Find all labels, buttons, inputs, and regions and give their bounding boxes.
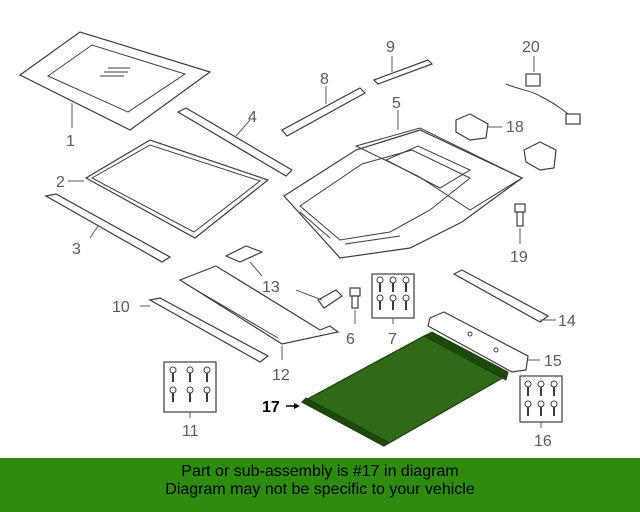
screw-icon: [389, 294, 397, 302]
callout-8[interactable]: 8: [320, 71, 329, 88]
screw-icon: [203, 366, 211, 374]
sunroof-parts-diagram: 1 2 3 4 8 9 5 18: [18, 31, 581, 450]
screw-icon: [203, 386, 211, 394]
screw-icon: [402, 294, 410, 302]
callout-13[interactable]: 13: [262, 279, 280, 296]
callout-11[interactable]: 11: [182, 423, 199, 440]
screw-icon: [186, 366, 194, 374]
part-5-sunroof-frame[interactable]: [283, 127, 524, 259]
callout-4[interactable]: 4: [248, 109, 257, 126]
screw-icon: [186, 386, 194, 394]
part-4-strip[interactable]: [176, 107, 293, 177]
callout-2[interactable]: 2: [56, 174, 65, 191]
callout-1[interactable]: 1: [66, 133, 75, 150]
screw-icon: [402, 276, 410, 284]
screw-icon: [389, 276, 397, 284]
screws-16: [524, 380, 558, 416]
leader-line-3: [89, 225, 99, 239]
part-19-bolt[interactable]: [514, 203, 526, 227]
part-20-harness[interactable]: [505, 73, 581, 125]
callout-15[interactable]: 15: [544, 353, 562, 370]
screw-icon: [169, 366, 177, 374]
callout-17[interactable]: 17: [262, 399, 280, 416]
screw-icon: [376, 276, 384, 284]
screw-icon: [550, 380, 558, 388]
part-6-bolt[interactable]: [349, 287, 361, 309]
leader-line-4: [235, 119, 251, 137]
part-15-rail[interactable]: [427, 311, 529, 373]
part-12-deflector[interactable]: [178, 265, 340, 345]
leader-line-13b: [295, 289, 323, 301]
screws-11: [169, 366, 211, 402]
screw-icon: [524, 400, 532, 408]
callout-20[interactable]: 20: [522, 39, 540, 56]
screw-icon: [537, 380, 545, 388]
callout-16[interactable]: 16: [534, 433, 552, 450]
part-18-motor[interactable]: [455, 113, 557, 171]
part-14-rail[interactable]: [452, 269, 550, 323]
callout-12[interactable]: 12: [272, 367, 290, 384]
part-9-rail[interactable]: [372, 59, 434, 85]
callout-5[interactable]: 5: [392, 95, 401, 112]
callout-18[interactable]: 18: [506, 119, 524, 136]
screws-7: [376, 276, 410, 310]
part-13-bracket[interactable]: [224, 245, 343, 309]
callout-6[interactable]: 6: [346, 331, 355, 348]
screw-icon: [550, 400, 558, 408]
part-3-weatherstrip[interactable]: [44, 193, 172, 263]
part-8-rail[interactable]: [281, 87, 366, 137]
leader-line-13a: [249, 261, 263, 277]
screw-icon: [376, 294, 384, 302]
callout-3[interactable]: 3: [72, 241, 81, 258]
part-2-seal[interactable]: [84, 139, 270, 239]
callout-19[interactable]: 19: [510, 249, 528, 266]
callout-14[interactable]: 14: [558, 313, 576, 330]
callout-7[interactable]: 7: [388, 331, 397, 348]
screw-icon: [524, 380, 532, 388]
part-1-glass-panel[interactable]: [18, 31, 212, 131]
screw-icon: [537, 400, 545, 408]
info-banner: Part or sub-assembly is #17 in diagram D…: [0, 458, 640, 512]
screw-icon: [169, 386, 177, 394]
part-10-rail[interactable]: [148, 297, 270, 363]
part-17-sunshade[interactable]: [300, 331, 509, 447]
banner-line-1: Part or sub-assembly is #17 in diagram: [181, 463, 459, 480]
banner-line-2: Diagram may not be specific to your vehi…: [165, 481, 475, 498]
callout-9[interactable]: 9: [386, 39, 395, 56]
callout-10[interactable]: 10: [112, 299, 130, 316]
arrow-17: [294, 403, 300, 409]
